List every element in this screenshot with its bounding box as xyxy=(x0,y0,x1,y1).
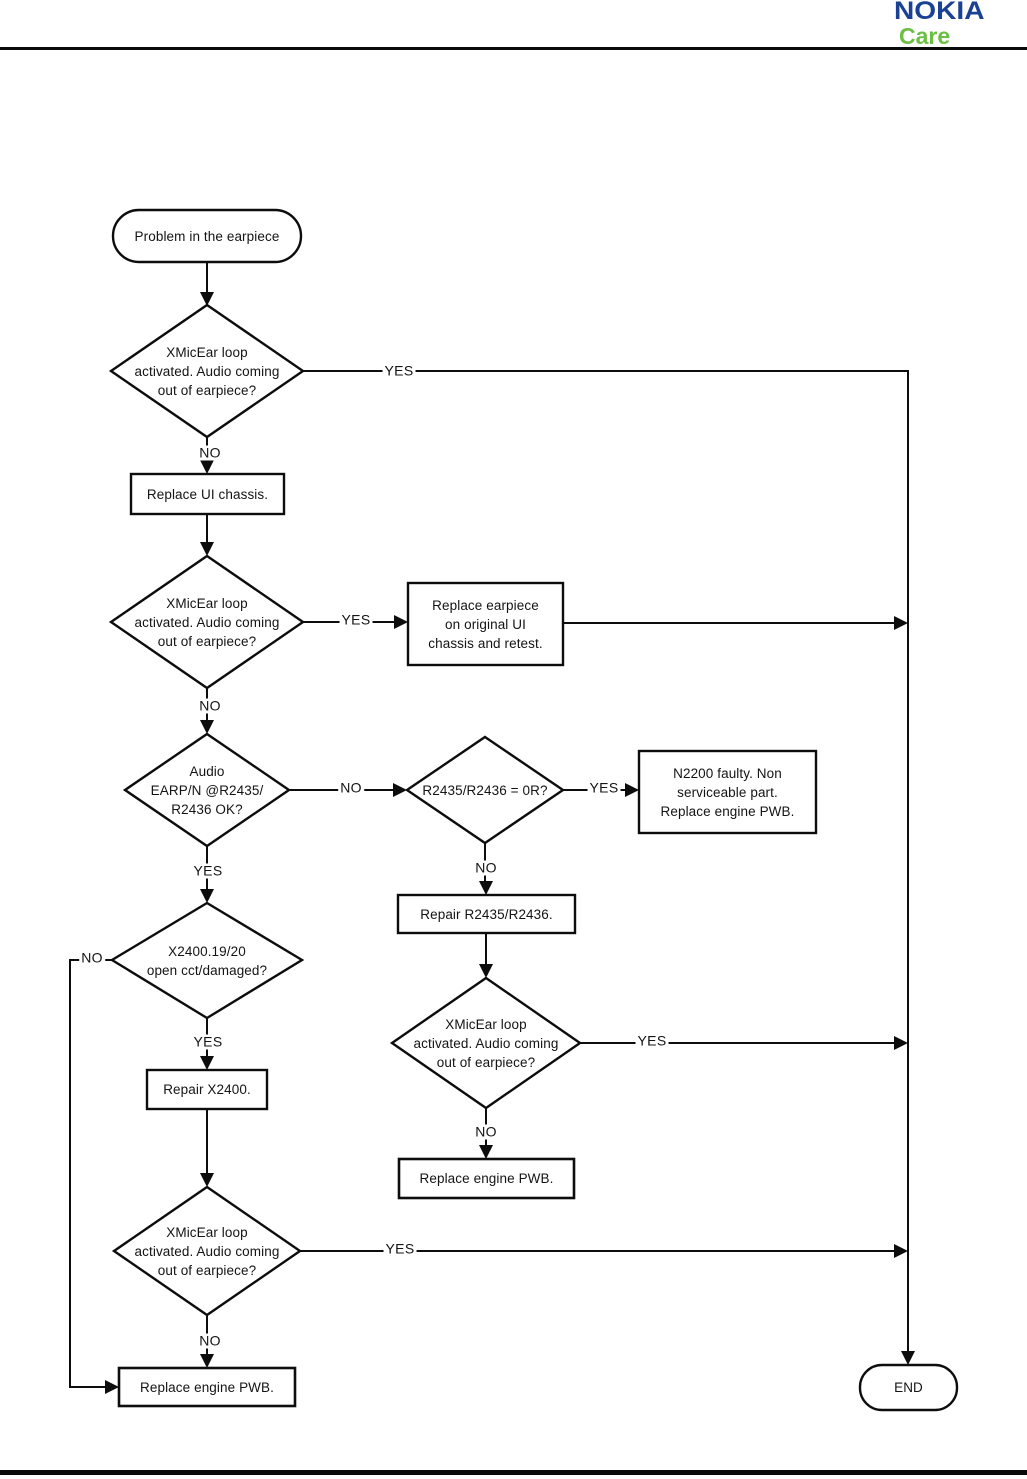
decision-xmicear-1-shape xyxy=(108,303,306,439)
footer-rule xyxy=(0,1470,1027,1475)
process-replace-engine-pwb-mid-label: Replace engine PWB. xyxy=(419,1171,554,1186)
process-repair-x2400-label: Repair X2400. xyxy=(163,1082,251,1097)
decision-xmicear-2-shape xyxy=(108,554,306,690)
edge-label-no-d4: NO xyxy=(473,859,499,876)
edge-label-yes-d3: YES xyxy=(191,862,225,879)
edge-label-yes-d1: YES xyxy=(382,362,416,379)
edge-label-yes-d7: YES xyxy=(383,1240,417,1257)
process-replace-earpiece-shape xyxy=(406,581,565,667)
edge-label-yes-d5: YES xyxy=(635,1032,669,1049)
decision-xmicear-4-label: XMicEar loop activated. Audio coming out… xyxy=(134,1224,280,1278)
decision-xmicear-4-shape xyxy=(111,1185,303,1317)
process-repair-x2400-shape xyxy=(145,1068,269,1111)
terminator-start-shape xyxy=(111,208,303,264)
decision-x2400-label: X2400.19/20 open cct/damaged? xyxy=(146,943,268,978)
decision-audio-earpn-shape xyxy=(122,732,292,848)
process-n2200-faulty-shape xyxy=(637,749,818,835)
process-replace-earpiece-label: Replace earpiece on original UI chassis … xyxy=(428,597,543,651)
decision-xmicear-1-label: XMicEar loop activated. Audio coming out… xyxy=(134,344,280,398)
edge-label-yes-d6: YES xyxy=(191,1033,225,1050)
decision-r2435-0r-label: R2435/R2436 = 0R? xyxy=(422,782,548,798)
decision-xmicear-3-shape xyxy=(389,976,583,1110)
decision-xmicear-3-label: XMicEar loop activated. Audio coming out… xyxy=(413,1016,559,1070)
process-replace-ui-chassis-shape xyxy=(129,472,286,516)
process-repair-r2435-label: Repair R2435/R2436. xyxy=(420,906,553,922)
edge-label-no-d7: NO xyxy=(197,1332,223,1349)
terminator-end-label: END xyxy=(894,1380,923,1395)
terminator-end-shape xyxy=(858,1363,959,1412)
process-replace-engine-pwb-bottom-label: Replace engine PWB. xyxy=(140,1379,274,1395)
process-replace-ui-chassis-label: Replace UI chassis. xyxy=(146,486,269,502)
decision-xmicear-2-label: XMicEar loop activated. Audio coming out… xyxy=(134,595,280,649)
edge-label-no-d3: NO xyxy=(338,779,364,796)
edge-label-no-d2: NO xyxy=(197,697,223,714)
care-wordmark: Care xyxy=(899,23,951,49)
nokia-logo: NOKIA xyxy=(894,0,985,25)
process-repair-r2435-shape xyxy=(396,893,577,935)
edge-label-no-d1: NO xyxy=(197,444,223,461)
decision-audio-earpn-label: Audio EARP/N @R2435/ R2436 OK? xyxy=(150,763,264,817)
process-replace-engine-pwb-mid-shape xyxy=(397,1157,576,1200)
process-n2200-faulty-label: N2200 faulty. Non serviceable part. Repl… xyxy=(660,765,795,819)
edge-label-no-d5: NO xyxy=(473,1123,499,1140)
process-replace-engine-pwb-bottom-shape xyxy=(117,1366,297,1408)
terminator-start-label: Problem in the earpiece xyxy=(134,228,280,244)
decision-r2435-0r-shape xyxy=(404,735,566,845)
decision-x2400-shape xyxy=(109,901,305,1020)
edge-label-no-d6: NO xyxy=(79,949,105,966)
edge-label-yes-d2: YES xyxy=(339,611,373,628)
edge-label-yes-d4: YES xyxy=(587,779,621,796)
header-rule xyxy=(0,47,1027,50)
